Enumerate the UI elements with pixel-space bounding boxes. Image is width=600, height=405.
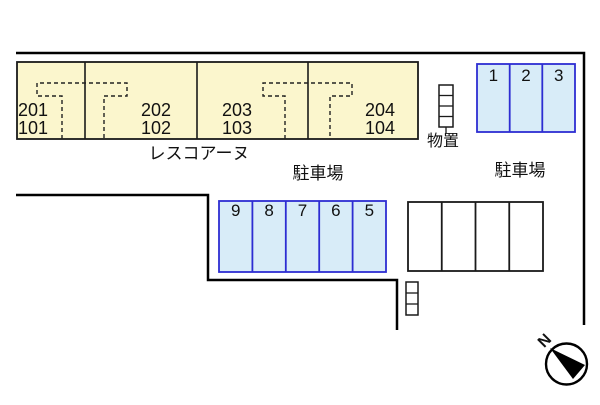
space-1-label: 1 xyxy=(489,66,498,85)
space-5-label: 5 xyxy=(365,201,374,220)
parking-block-blue-top: 1 2 3 xyxy=(476,63,576,133)
unit-101-label: 101 xyxy=(18,118,48,138)
space-3-label: 3 xyxy=(554,66,563,85)
building-outline xyxy=(16,61,419,140)
parking-block-white-right xyxy=(407,201,544,272)
boundary-top-right xyxy=(16,51,586,325)
storage-shed-top xyxy=(438,84,454,133)
parking-right-label: 駐車場 xyxy=(495,161,546,180)
space-8-label: 8 xyxy=(264,201,273,220)
unit-203-label: 203 xyxy=(222,100,252,120)
space-7-label: 7 xyxy=(298,201,307,220)
space-9-label: 9 xyxy=(231,201,240,220)
unit-204-label: 204 xyxy=(365,100,395,120)
stairwell-dashed-outline-left xyxy=(36,82,128,139)
unit-202-label: 202 xyxy=(141,100,171,120)
parking-block-blue-middle: 9 8 7 6 5 xyxy=(218,200,387,273)
unit-201-label: 201 xyxy=(18,100,48,120)
storage-label: 物置 xyxy=(427,132,459,150)
unit-104-label: 104 xyxy=(365,118,395,138)
stairwell-dashed-outline-right xyxy=(262,82,353,139)
space-6-label: 6 xyxy=(331,201,340,220)
unit-103-label: 103 xyxy=(222,118,252,138)
building-name-label: レスコアーヌ xyxy=(149,144,250,163)
north-compass-icon: N xyxy=(535,331,589,386)
unit-102-label: 102 xyxy=(141,118,171,138)
parking-center-label: 駐車場 xyxy=(293,164,344,183)
boundary-lower-left xyxy=(16,193,399,330)
storage-shed-bottom xyxy=(405,281,419,316)
space-2-label: 2 xyxy=(521,66,530,85)
